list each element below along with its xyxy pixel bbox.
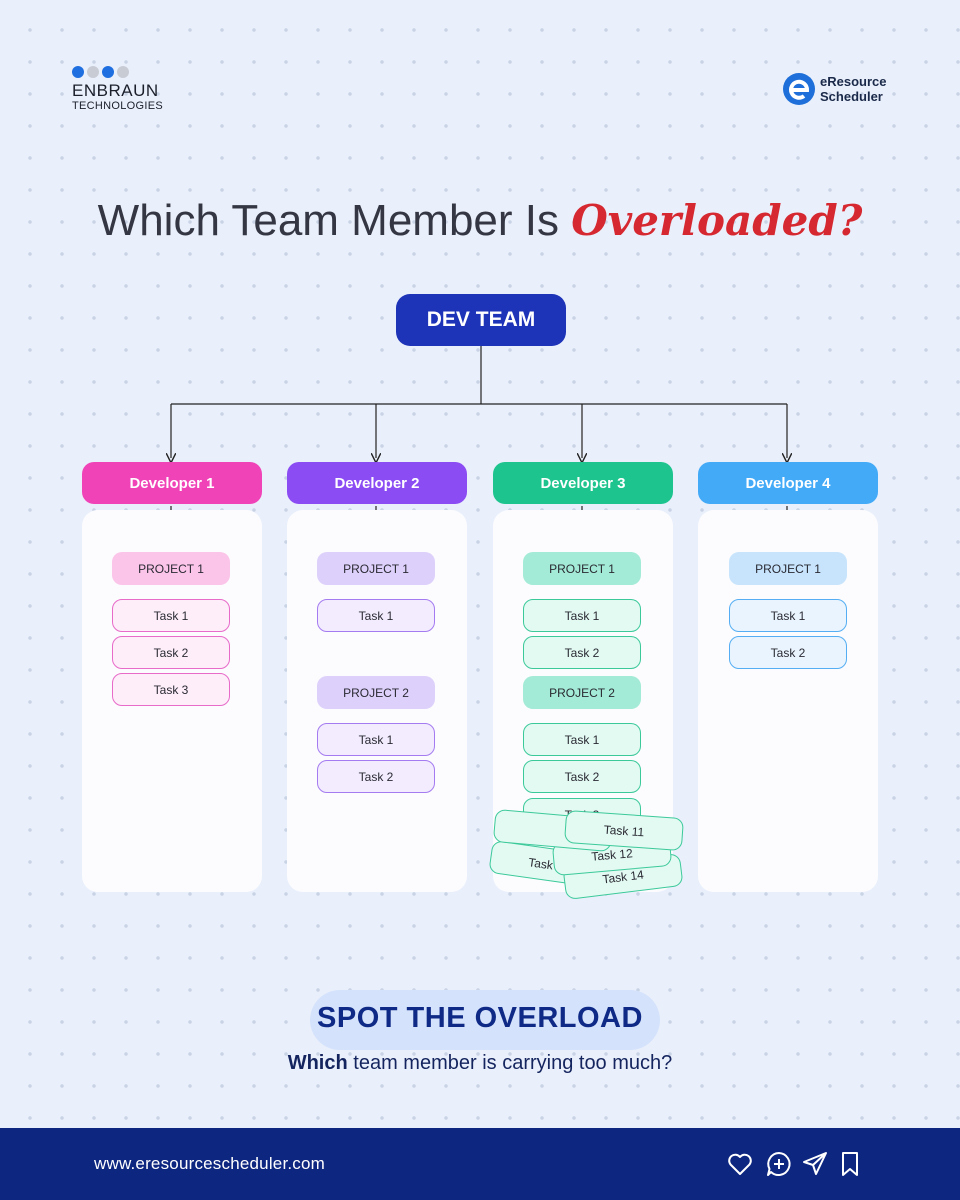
cta-question: Which team member is carrying too much?	[0, 1052, 960, 1075]
dev2-p2-task: Task 2	[317, 760, 435, 793]
title-accent: Overloaded?	[571, 196, 863, 245]
eresource-logo: eResource Scheduler	[782, 72, 886, 106]
cta-headline: SPOT THE OVERLOAD	[317, 1002, 643, 1034]
question-bold: Which	[287, 1052, 348, 1074]
comment-icon[interactable]	[765, 1150, 793, 1178]
bookmark-icon[interactable]	[836, 1150, 864, 1178]
dev2-p1-task: Task 1	[317, 599, 435, 632]
dev4-p1-task: Task 1	[729, 599, 847, 632]
logo-dots-icon	[72, 66, 163, 78]
question-rest: team member is carrying too much?	[353, 1052, 673, 1074]
dev3-p2-task: Task 2	[523, 760, 641, 793]
title-prefix: Which Team Member Is	[97, 196, 559, 245]
website-link[interactable]: www.eresourcescheduler.com	[94, 1154, 326, 1173]
share-icon[interactable]	[801, 1150, 829, 1178]
dev-team-node: DEV TEAM	[396, 294, 566, 346]
dev2-project-2: PROJECT 2	[317, 676, 435, 709]
developer-4-header: Developer 4	[698, 462, 878, 504]
dev1-project-1: PROJECT 1	[112, 552, 230, 585]
enbraun-logo: ENBRAUN TECHNOLOGIES	[72, 66, 163, 113]
dev4-p1-task: Task 2	[729, 636, 847, 669]
developer-2-header: Developer 2	[287, 462, 467, 504]
dev4-project-1: PROJECT 1	[729, 552, 847, 585]
dev3-p2-task: Task 1	[523, 723, 641, 756]
dev1-p1-task: Task 2	[112, 636, 230, 669]
product-name-line1: eResource	[820, 74, 887, 89]
dev3-p1-task: Task 1	[523, 599, 641, 632]
heart-icon[interactable]	[726, 1150, 754, 1178]
company-name: ENBRAUN	[72, 81, 159, 100]
product-name-line2: Scheduler	[820, 89, 883, 104]
dev2-project-1: PROJECT 1	[317, 552, 435, 585]
developer-1-header: Developer 1	[82, 462, 262, 504]
company-subtitle: TECHNOLOGIES	[72, 100, 164, 112]
headline-highlight	[310, 990, 660, 1050]
eresource-e-icon	[783, 73, 815, 105]
dev1-p1-task: Task 3	[112, 673, 230, 706]
dev3-project-2: PROJECT 2	[523, 676, 641, 709]
dev3-project-1: PROJECT 1	[523, 552, 641, 585]
page-title: Which Team Member Is Overloaded?	[0, 196, 960, 246]
dev2-p2-task: Task 1	[317, 723, 435, 756]
dev3-p1-task: Task 2	[523, 636, 641, 669]
footer-bar	[0, 1128, 960, 1200]
developer-3-header: Developer 3	[493, 462, 673, 504]
dev1-p1-task: Task 1	[112, 599, 230, 632]
